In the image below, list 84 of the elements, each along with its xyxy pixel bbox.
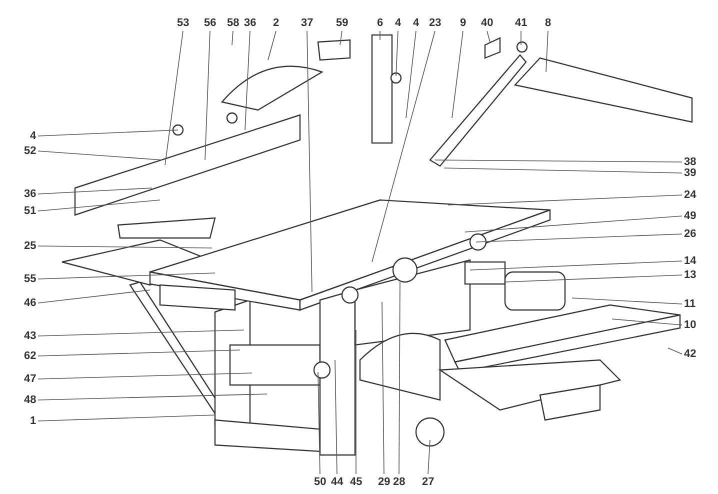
callout-number: 36	[24, 188, 36, 200]
leader-line	[372, 30, 436, 262]
callout-number: 42	[684, 348, 696, 360]
callout-number: 50	[314, 476, 326, 488]
callout-number: 38	[684, 156, 696, 168]
callout-number: 1	[30, 415, 36, 427]
leader-line	[204, 30, 210, 160]
leader-line	[504, 274, 682, 282]
leader-line	[546, 30, 548, 72]
callout-number: 41	[515, 17, 528, 29]
leader-line	[612, 318, 682, 326]
leader-line	[340, 30, 342, 46]
leader-line	[428, 440, 430, 474]
leader-line	[452, 30, 464, 118]
callout-number: 62	[24, 350, 36, 362]
callout-number: 14	[684, 255, 696, 267]
callout-number: 58	[227, 17, 240, 29]
callout-number: 4	[395, 17, 402, 29]
callout-number: 29	[378, 476, 390, 488]
leader-line	[38, 150, 162, 160]
leader-line	[398, 282, 400, 474]
leader-line	[38, 372, 252, 380]
leader-line	[38, 330, 244, 336]
callout-number: 56	[204, 17, 216, 29]
leader-line	[396, 30, 398, 76]
callout-number: 59	[336, 17, 348, 29]
leader-line	[486, 30, 490, 42]
leader-line	[476, 234, 682, 242]
callout-number: 46	[24, 297, 36, 309]
callout-number: 10	[684, 319, 696, 331]
leader-line	[244, 30, 250, 130]
callout-number: 24	[684, 189, 696, 201]
callout-number: 36	[244, 17, 256, 29]
callout-number: 44	[331, 476, 344, 488]
leader-line	[164, 30, 184, 166]
leader-line	[572, 298, 682, 304]
callout-number: 9	[460, 17, 466, 29]
callout-number: 4	[413, 17, 420, 29]
callout-number: 11	[684, 298, 696, 310]
callout-number: 51	[24, 205, 36, 217]
leader-line	[38, 200, 160, 212]
leader-line	[306, 30, 312, 292]
callout-number: 52	[24, 145, 36, 157]
callout-number: 28	[393, 476, 406, 488]
callout-number: 27	[422, 476, 434, 488]
leader-line	[464, 216, 682, 232]
leader-line	[382, 302, 384, 474]
callout-number: 39	[684, 167, 696, 179]
callout-number: 2	[273, 17, 280, 29]
leader-line	[38, 414, 216, 422]
callout-number: 26	[684, 228, 696, 240]
callout-number: 6	[377, 17, 384, 29]
leader-line	[232, 30, 234, 46]
callout-number: 4	[30, 130, 36, 142]
leader-line	[406, 30, 416, 118]
callout-number: 45	[350, 476, 362, 488]
callout-number: 47	[24, 373, 36, 385]
callout-number: 40	[481, 17, 494, 29]
callout-number: 13	[684, 269, 696, 281]
callout-number: 23	[429, 17, 442, 29]
leader-line	[520, 30, 522, 46]
leader-line	[334, 360, 338, 474]
leader-line	[268, 30, 276, 60]
callout-number: 49	[684, 210, 696, 222]
callout-number: 55	[24, 273, 36, 285]
callout-number: 48	[24, 394, 36, 406]
leader-line	[38, 394, 268, 400]
callout-number: 8	[545, 17, 552, 29]
callout-number: 37	[301, 17, 314, 29]
callout-number: 53	[177, 17, 190, 29]
leader-line	[38, 272, 216, 280]
callout-number: 43	[24, 330, 36, 342]
leader-line	[38, 350, 240, 356]
leader-line	[448, 194, 682, 206]
leader-line	[668, 348, 682, 354]
leader-line	[38, 188, 152, 194]
leader-line	[38, 130, 178, 136]
leader-line	[444, 168, 682, 174]
leader-line	[38, 246, 212, 248]
callout-number: 25	[24, 240, 36, 252]
leader-line	[470, 260, 682, 270]
leader-line	[318, 372, 320, 474]
leader-line	[434, 160, 682, 162]
leader-line	[38, 290, 150, 304]
